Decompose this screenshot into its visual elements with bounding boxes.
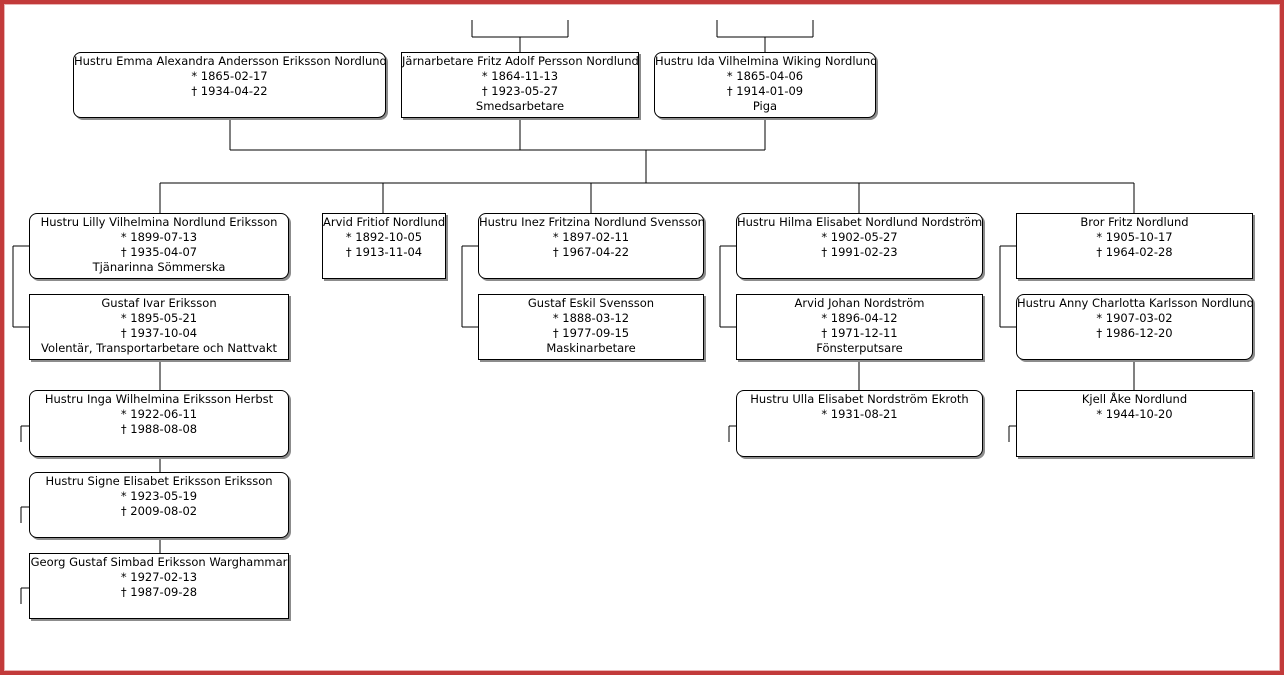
person-name: Gustaf Ivar Eriksson	[101, 296, 217, 310]
person-occupation: Volentär, Transportarbetare och Nattvakt	[40, 341, 278, 355]
person-death: † 1913-11-04	[345, 245, 423, 259]
person-name: Gustaf Eskil Svensson	[527, 296, 655, 310]
person-birth: * 1888-03-12	[552, 311, 630, 325]
person-name: Hustru Inga Wilhelmina Eriksson Herbst	[44, 392, 274, 406]
person-birth: * 1895-05-21	[120, 311, 198, 325]
person-birth: * 1902-05-27	[821, 230, 898, 244]
person-box-anny[interactable]: Hustru Anny Charlotta Karlsson Nordlund …	[1016, 294, 1253, 360]
person-death: † 1923-05-27	[481, 84, 559, 98]
person-birth: * 1922-06-11	[120, 407, 198, 421]
person-name: Hustru Ida Vilhelmina Wiking Nordlund	[655, 54, 876, 68]
person-death: † 1935-04-07	[120, 245, 198, 259]
person-box-ulla[interactable]: Hustru Ulla Elisabet Nordström Ekroth * …	[736, 390, 983, 457]
person-death: † 1988-08-08	[120, 422, 198, 436]
person-death: † 1986-12-20	[1096, 326, 1173, 340]
person-name: Georg Gustaf Simbad Eriksson Warghammar	[30, 555, 288, 569]
person-name: Hustru Hilma Elisabet Nordlund Nordström	[737, 215, 983, 229]
person-birth: * 1899-07-13	[120, 230, 198, 244]
person-occupation: Fönsterputsare	[816, 341, 903, 355]
person-birth: * 1864-11-13	[481, 69, 559, 83]
person-death: † 2009-08-02	[120, 504, 198, 518]
person-box-kjell[interactable]: Kjell Åke Nordlund * 1944-10-20	[1016, 390, 1253, 457]
person-death: † 1967-04-22	[552, 245, 630, 259]
person-birth: * 1865-04-06	[726, 69, 804, 83]
person-box-gustaf[interactable]: Gustaf Ivar Eriksson * 1895-05-21 † 1937…	[29, 294, 289, 360]
person-box-georg[interactable]: Georg Gustaf Simbad Eriksson Warghammar …	[29, 553, 289, 619]
person-name: Bror Fritz Nordlund	[1080, 215, 1189, 229]
person-box-arvid-fritiof[interactable]: Arvid Fritiof Nordlund * 1892-10-05 † 19…	[322, 213, 446, 279]
person-name: Arvid Johan Nordström	[794, 296, 925, 310]
person-birth: * 1897-02-11	[552, 230, 630, 244]
person-death: † 1977-09-15	[552, 326, 630, 340]
person-death: † 1914-01-09	[726, 84, 804, 98]
person-birth: * 1892-10-05	[345, 230, 423, 244]
person-death: † 1934-04-22	[191, 84, 268, 98]
person-birth: * 1896-04-12	[821, 311, 898, 325]
person-occupation: Smedsarbetare	[475, 99, 565, 113]
person-death: † 1964-02-28	[1096, 245, 1173, 259]
person-box-arvid-johan[interactable]: Arvid Johan Nordström * 1896-04-12 † 197…	[736, 294, 983, 360]
person-box-eskil[interactable]: Gustaf Eskil Svensson * 1888-03-12 † 197…	[478, 294, 704, 360]
person-box-inez[interactable]: Hustru Inez Fritzina Nordlund Svensson *…	[478, 213, 704, 279]
person-name: Hustru Anny Charlotta Karlsson Nordlund	[1017, 296, 1253, 310]
person-occupation: Maskinarbetare	[546, 341, 636, 355]
person-name: Järnarbetare Fritz Adolf Persson Nordlun…	[402, 54, 639, 68]
person-death: † 1971-12-11	[821, 326, 898, 340]
person-name: Hustru Emma Alexandra Andersson Eriksson…	[74, 54, 386, 68]
person-box-inga[interactable]: Hustru Inga Wilhelmina Eriksson Herbst *…	[29, 390, 289, 457]
person-box-ida[interactable]: Hustru Ida Vilhelmina Wiking Nordlund * …	[654, 52, 876, 118]
person-box-signe[interactable]: Hustru Signe Elisabet Eriksson Eriksson …	[29, 472, 289, 538]
person-box-hilma[interactable]: Hustru Hilma Elisabet Nordlund Nordström…	[736, 213, 983, 279]
person-birth: * 1923-05-19	[120, 489, 198, 503]
person-box-fritz[interactable]: Järnarbetare Fritz Adolf Persson Nordlun…	[401, 52, 639, 118]
person-occupation: Tjänarinna Sömmerska	[92, 260, 226, 274]
person-name: Hustru Lilly Vilhelmina Nordlund Eriksso…	[40, 215, 278, 229]
person-birth: * 1927-02-13	[120, 570, 198, 584]
person-death: † 1987-09-28	[120, 585, 198, 599]
person-name: Kjell Åke Nordlund	[1081, 392, 1188, 406]
person-name: Hustru Signe Elisabet Eriksson Eriksson	[45, 474, 273, 488]
person-birth: * 1905-10-17	[1096, 230, 1173, 244]
person-birth: * 1944-10-20	[1096, 407, 1173, 421]
person-death: † 1937-10-04	[120, 326, 198, 340]
person-box-bror[interactable]: Bror Fritz Nordlund * 1905-10-17 † 1964-…	[1016, 213, 1253, 279]
person-birth: * 1907-03-02	[1096, 311, 1173, 325]
person-name: Arvid Fritiof Nordlund	[323, 215, 446, 229]
person-box-lilly[interactable]: Hustru Lilly Vilhelmina Nordlund Eriksso…	[29, 213, 289, 279]
person-death: † 1991-02-23	[821, 245, 898, 259]
person-birth: * 1865-02-17	[191, 69, 268, 83]
person-box-emma[interactable]: Hustru Emma Alexandra Andersson Eriksson…	[73, 52, 386, 118]
person-name: Hustru Inez Fritzina Nordlund Svensson	[479, 215, 704, 229]
person-birth: * 1931-08-21	[821, 407, 898, 421]
person-name: Hustru Ulla Elisabet Nordström Ekroth	[750, 392, 969, 406]
person-occupation: Piga	[752, 99, 778, 113]
